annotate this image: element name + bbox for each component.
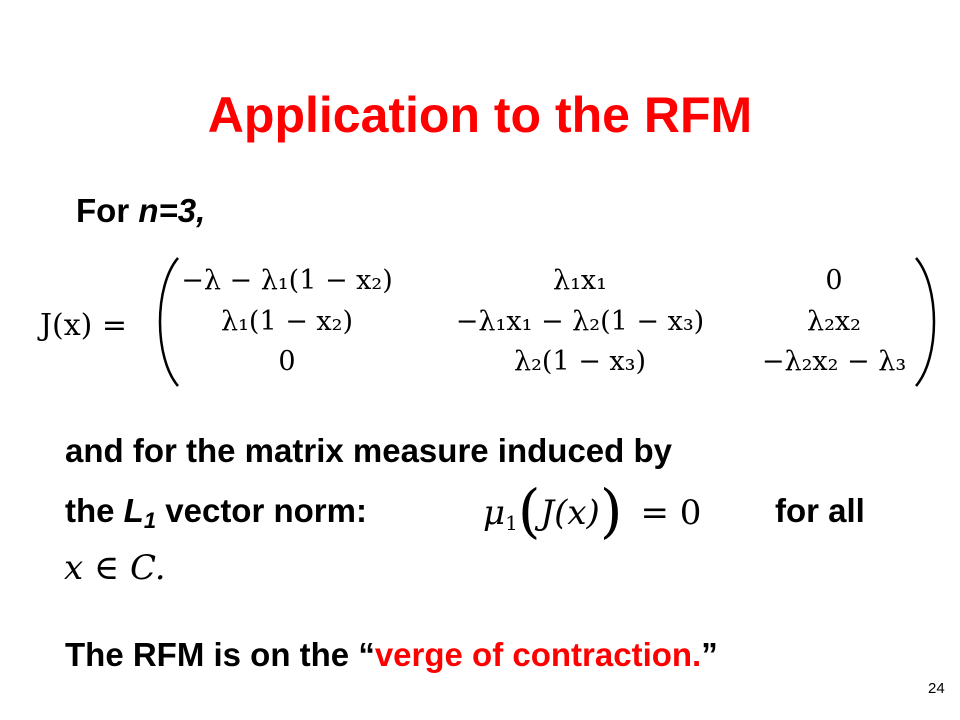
matrix-cell-r1c2: λ₁x₁: [553, 265, 607, 296]
matrix-lhs: J(x) =: [40, 308, 128, 343]
equation-rhs: = 0: [640, 493, 702, 533]
equation-close-paren: ): [599, 477, 623, 545]
conclusion-prefix: The RFM is on the “: [65, 636, 375, 673]
conclusion-highlight: verge of contraction.: [374, 636, 702, 673]
norm-symbol: L: [123, 492, 144, 529]
slide-title: Application to the RFM: [207, 87, 753, 143]
matrix-right-paren: [915, 257, 936, 387]
mu-subscript: 1: [505, 511, 518, 535]
set-membership: x ∈ C.: [64, 548, 166, 588]
conclusion-suffix: ”: [701, 636, 718, 673]
page-number: 24: [928, 680, 945, 697]
matrix-cell-r2c1: λ₁(1 − x₂): [220, 306, 354, 337]
norm-subscript: 1: [143, 508, 157, 533]
matrix-cell-r3c3: −λ₂x₂ − λ₃: [761, 346, 907, 377]
matrix-left-paren: [158, 257, 179, 387]
intro-variable: n=3,: [138, 192, 206, 229]
matrix-cell-r2c3: λ₂x₂: [807, 306, 861, 337]
for-all-text: for all: [775, 492, 865, 529]
intro-prefix: For: [76, 192, 139, 229]
matrix-cell-r3c2: λ₂(1 − x₃): [513, 346, 647, 377]
matrix-cell-r1c3: 0: [825, 265, 843, 296]
matrix-cell-r1c1: −λ − λ₁(1 − x₂): [181, 265, 393, 296]
paragraph-matrix-measure: and for the matrix measure induced by: [65, 432, 672, 469]
matrix-cell-r2c2: −λ₁x₁ − λ₂(1 − x₃): [455, 306, 705, 337]
norm-suffix: vector norm:: [156, 492, 367, 529]
conclusion-line: The RFM is on the “verge of contraction.…: [65, 636, 718, 674]
matrix-cell-r3c1: 0: [278, 346, 296, 377]
equation-open-paren: (: [517, 477, 541, 545]
mu-symbol: μ: [483, 493, 506, 533]
intro-line: For n=3,: [76, 192, 205, 230]
norm-prefix: the: [65, 492, 124, 529]
equation-argument: J(x): [540, 493, 600, 533]
paragraph-vector-norm: the L1 vector norm:: [65, 492, 367, 533]
